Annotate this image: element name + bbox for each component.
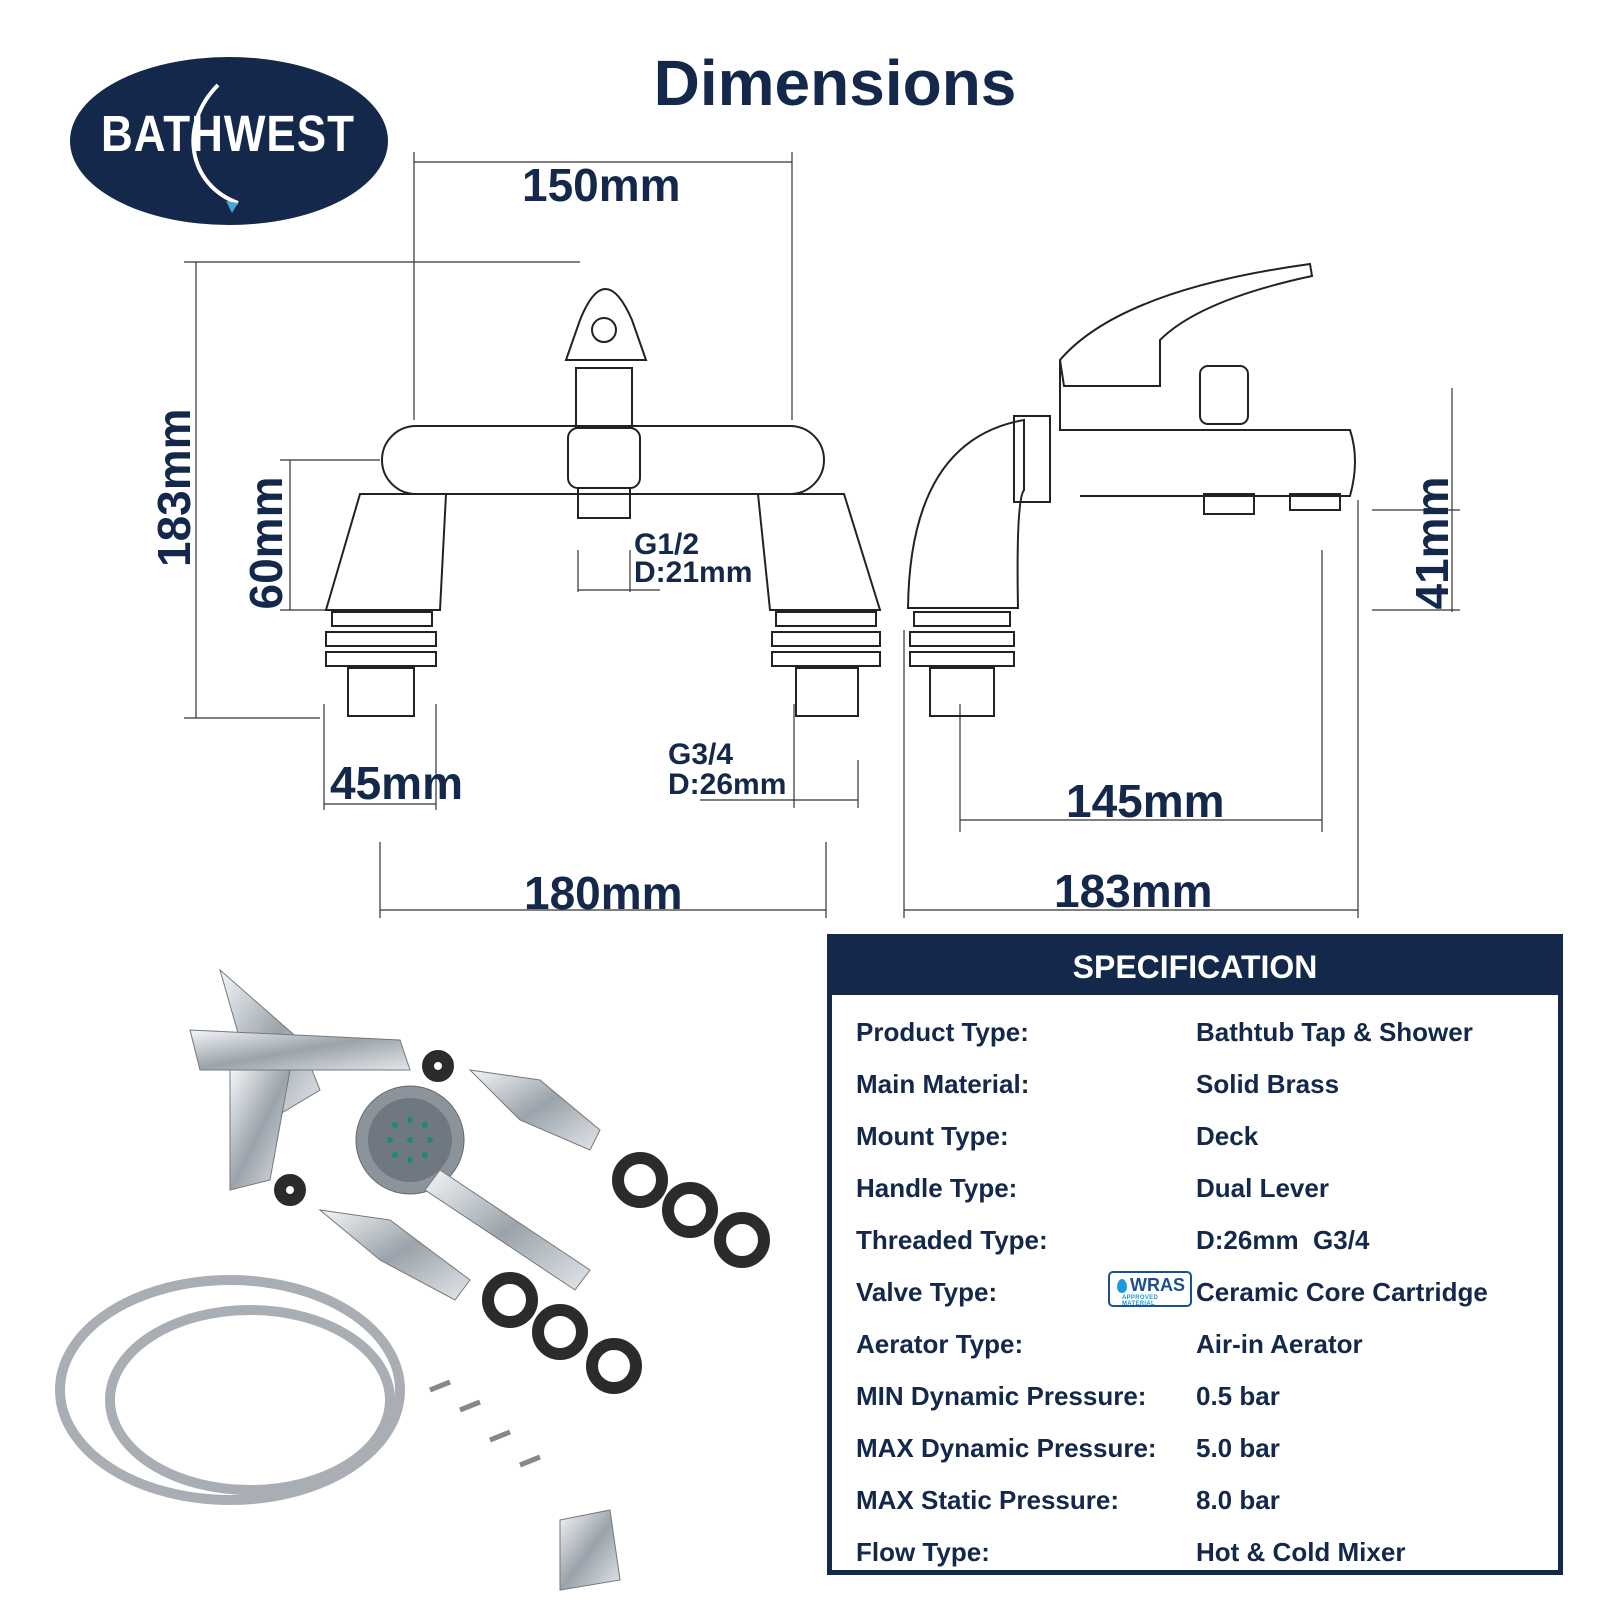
spec-label: Valve Type: <box>856 1277 998 1307</box>
dim-spout-height: 41mm <box>1406 476 1458 610</box>
dim-spout-reach: 145mm <box>1066 775 1225 827</box>
dim-body-height: 60mm <box>240 476 292 610</box>
brand-logo <box>68 55 390 227</box>
spec-label: MAX Dynamic Pressure: <box>856 1433 1157 1463</box>
spec-row-aerator-type: Aerator Type: Air-in Aerator <box>856 1329 1546 1381</box>
spec-label: Handle Type: <box>856 1173 1018 1203</box>
faucet-technical-drawing <box>184 152 1460 918</box>
dim-inlet-thread: G1/2 <box>634 528 700 561</box>
spec-row-flow-type: Flow Type: Hot & Cold Mixer <box>856 1537 1546 1589</box>
spec-value: Dual Lever <box>1196 1173 1329 1203</box>
brand-logo-text: BATHWEST <box>100 106 356 163</box>
wras-badge-subtext: APPROVED MATERIAL <box>1122 1295 1159 1307</box>
spec-value: Bathtub Tap & Shower <box>1196 1017 1473 1047</box>
dim-centres: 180mm <box>524 867 683 919</box>
dim-tail-width: 45mm <box>330 757 463 809</box>
specification-table: SPECIFICATION Product Type: Bathtub Tap … <box>827 934 1563 1575</box>
spec-value: Hot & Cold Mixer <box>1196 1537 1406 1567</box>
spec-value: 8.0 bar <box>1196 1485 1280 1515</box>
spec-label: Main Material: <box>856 1069 1030 1099</box>
wras-badge-text: WRAS <box>1130 1275 1185 1295</box>
spec-value: Deck <box>1196 1121 1259 1151</box>
spec-value: Ceramic Core Cartridge <box>1196 1277 1488 1307</box>
dim-tail-diameter: D:26mm <box>668 768 787 801</box>
dim-inlet-diameter: D:21mm <box>634 556 753 589</box>
spec-value: Solid Brass <box>1196 1069 1340 1099</box>
spec-row-product-type: Product Type: Bathtub Tap & Shower <box>856 1017 1546 1069</box>
spec-row-handle-type: Handle Type: Dual Lever <box>856 1173 1546 1225</box>
spec-row-min-dynamic-pressure: MIN Dynamic Pressure: 0.5 bar <box>856 1381 1546 1433</box>
wras-badge: WRAS APPROVED MATERIAL <box>1108 1271 1192 1307</box>
spec-label: Product Type: <box>856 1017 1029 1047</box>
spec-value: 5.0 bar <box>1196 1433 1280 1463</box>
page-title: Dimensions <box>653 47 1017 119</box>
spec-row-valve-type: Valve Type: WRAS APPROVED MATERIAL Ceram… <box>856 1271 1546 1329</box>
spec-row-main-material: Main Material: Solid Brass <box>856 1069 1546 1121</box>
dim-tail-thread: G3/4 <box>668 738 734 771</box>
dim-overall-depth: 183mm <box>1054 865 1213 917</box>
water-drop-icon <box>1117 1279 1127 1293</box>
spec-label: MIN Dynamic Pressure: <box>856 1381 1147 1411</box>
spec-label: Flow Type: <box>856 1537 990 1567</box>
specification-title: SPECIFICATION <box>832 939 1558 995</box>
spec-value: D:26mm G3/4 <box>1196 1225 1370 1255</box>
spec-row-mount-type: Mount Type: Deck <box>856 1121 1546 1173</box>
spec-label: Threaded Type: <box>856 1225 1048 1255</box>
dim-total-height: 183mm <box>148 408 200 567</box>
spec-row-max-static-pressure: MAX Static Pressure: 8.0 bar <box>856 1485 1546 1537</box>
spec-row-threaded-type: Threaded Type: D:26mm G3/4 <box>856 1225 1546 1277</box>
dim-top-width: 150mm <box>522 159 681 211</box>
spec-value: Air-in Aerator <box>1196 1329 1363 1359</box>
spec-label: MAX Static Pressure: <box>856 1485 1119 1515</box>
spec-label: Mount Type: <box>856 1121 1009 1151</box>
product-parts-photo <box>55 968 770 1591</box>
spec-label: Aerator Type: <box>856 1329 1024 1359</box>
spec-value: 0.5 bar <box>1196 1381 1280 1411</box>
spec-row-max-dynamic-pressure: MAX Dynamic Pressure: 5.0 bar <box>856 1433 1546 1485</box>
